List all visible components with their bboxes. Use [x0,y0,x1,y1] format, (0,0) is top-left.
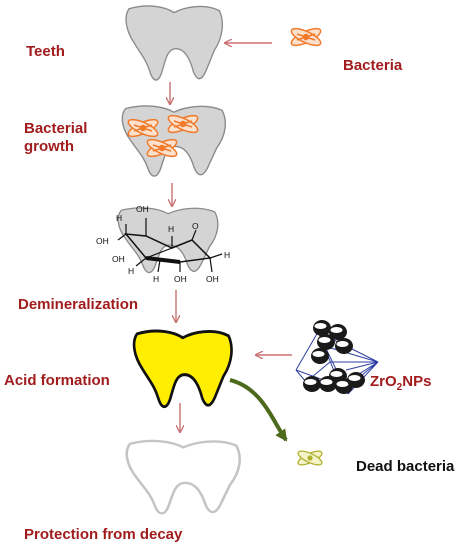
glucose-atom-labels: OH H OH H O H OH H H OH OH [96,204,230,284]
zro2-subscript: 2 [396,382,403,393]
label-zro2-nanoparticles: ZrO2NPs [370,373,432,393]
svg-text:H: H [168,224,174,234]
tooth-healthy [125,5,224,81]
tooth-protected [125,439,241,515]
svg-text:O: O [192,221,199,231]
label-teeth: Teeth [26,43,65,60]
curved-arrow-to-dead-bacteria [229,378,288,442]
zro2-suffix: NPs [402,373,432,390]
tooth-demineralization [117,207,219,274]
tooth-with-bacteria [121,105,226,177]
label-dead-bacteria: Dead bacteria [356,458,455,475]
label-bacterial-growth: Bacterial growth [24,120,88,155]
label-protection-from-decay: Protection from decay [24,526,183,543]
label-bacteria: Bacteria [343,57,403,74]
svg-text:OH: OH [206,274,219,284]
tooth-acid-formation [132,329,233,409]
svg-text:H: H [224,250,230,260]
svg-text:OH: OH [96,236,109,246]
svg-text:OH: OH [136,204,149,214]
svg-text:H: H [153,274,159,284]
glucose-structure [117,218,223,273]
svg-text:OH: OH [174,274,187,284]
svg-text:H: H [116,213,122,223]
label-acid-formation: Acid formation [4,372,110,389]
zro2-nanoparticles [295,320,379,395]
zro2-prefix: ZrO [370,373,397,390]
label-demineralization: Demineralization [18,296,139,313]
svg-text:OH: OH [112,254,125,264]
svg-text:H: H [128,266,134,276]
dead-bacterium-icon [297,450,323,466]
bacterium-icon [288,24,324,50]
